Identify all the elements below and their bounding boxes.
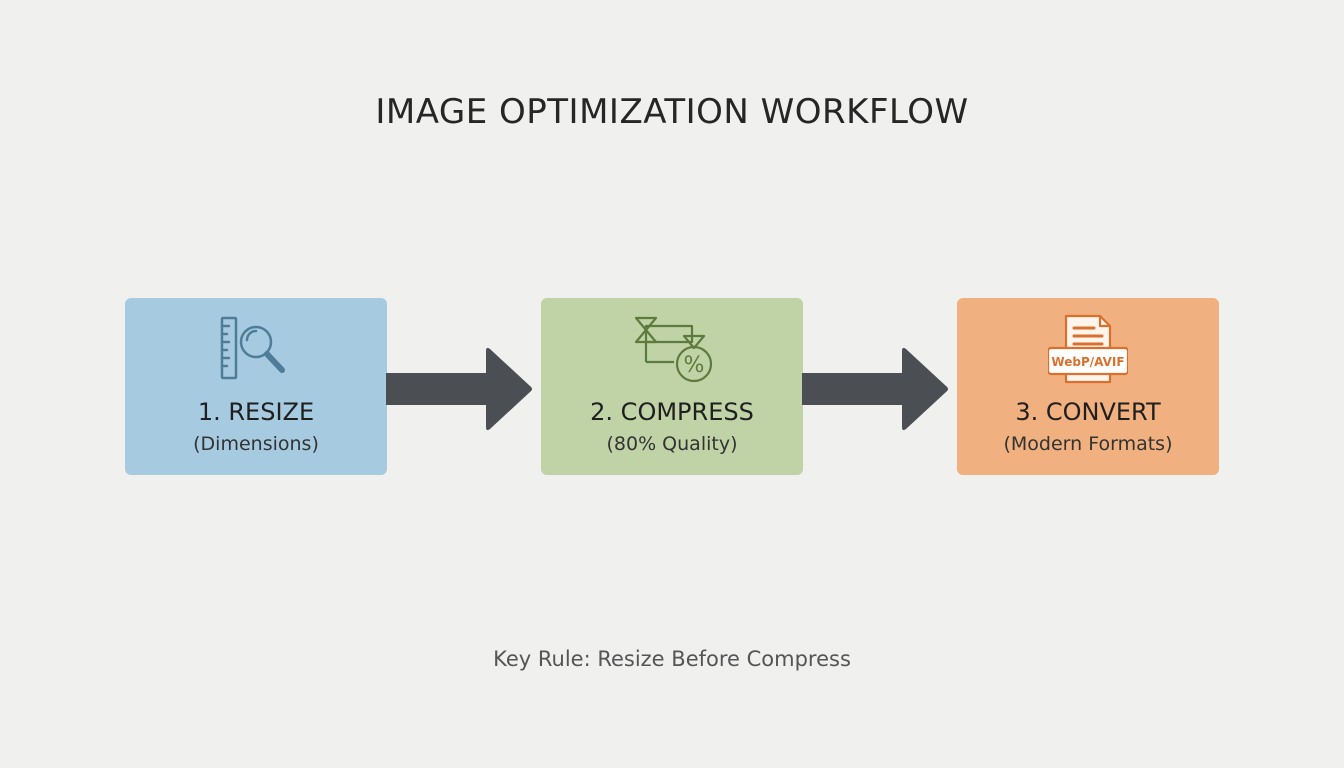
step-title: 3. CONVERT — [1015, 398, 1161, 426]
key-rule-note: Key Rule: Resize Before Compress — [493, 647, 851, 671]
diagram-title: IMAGE OPTIMIZATION WORKFLOW — [375, 92, 969, 132]
percent-symbol: % — [684, 353, 705, 378]
step-title: 1. RESIZE — [197, 398, 315, 426]
step-subtitle: (Dimensions) — [193, 433, 319, 455]
step-resize: 1. RESIZE (Dimensions) — [125, 298, 387, 475]
format-label: WebP/AVIF — [1051, 355, 1124, 369]
step-title: 2. COMPRESS — [590, 398, 754, 426]
ruler-magnifier-icon — [220, 316, 285, 380]
step-convert: WebP/AVIF 3. CONVERT (Modern Formats) — [957, 298, 1219, 475]
step-compress: % 2. COMPRESS (80% Quality) — [541, 298, 803, 475]
step-subtitle: (80% Quality) — [606, 433, 738, 455]
flow-arrow-icon — [802, 347, 948, 431]
document-format-icon: WebP/AVIF — [1048, 314, 1128, 384]
compress-percent-icon: % — [634, 316, 712, 383]
flow-arrow-icon — [386, 347, 532, 431]
step-subtitle: (Modern Formats) — [1003, 433, 1173, 455]
